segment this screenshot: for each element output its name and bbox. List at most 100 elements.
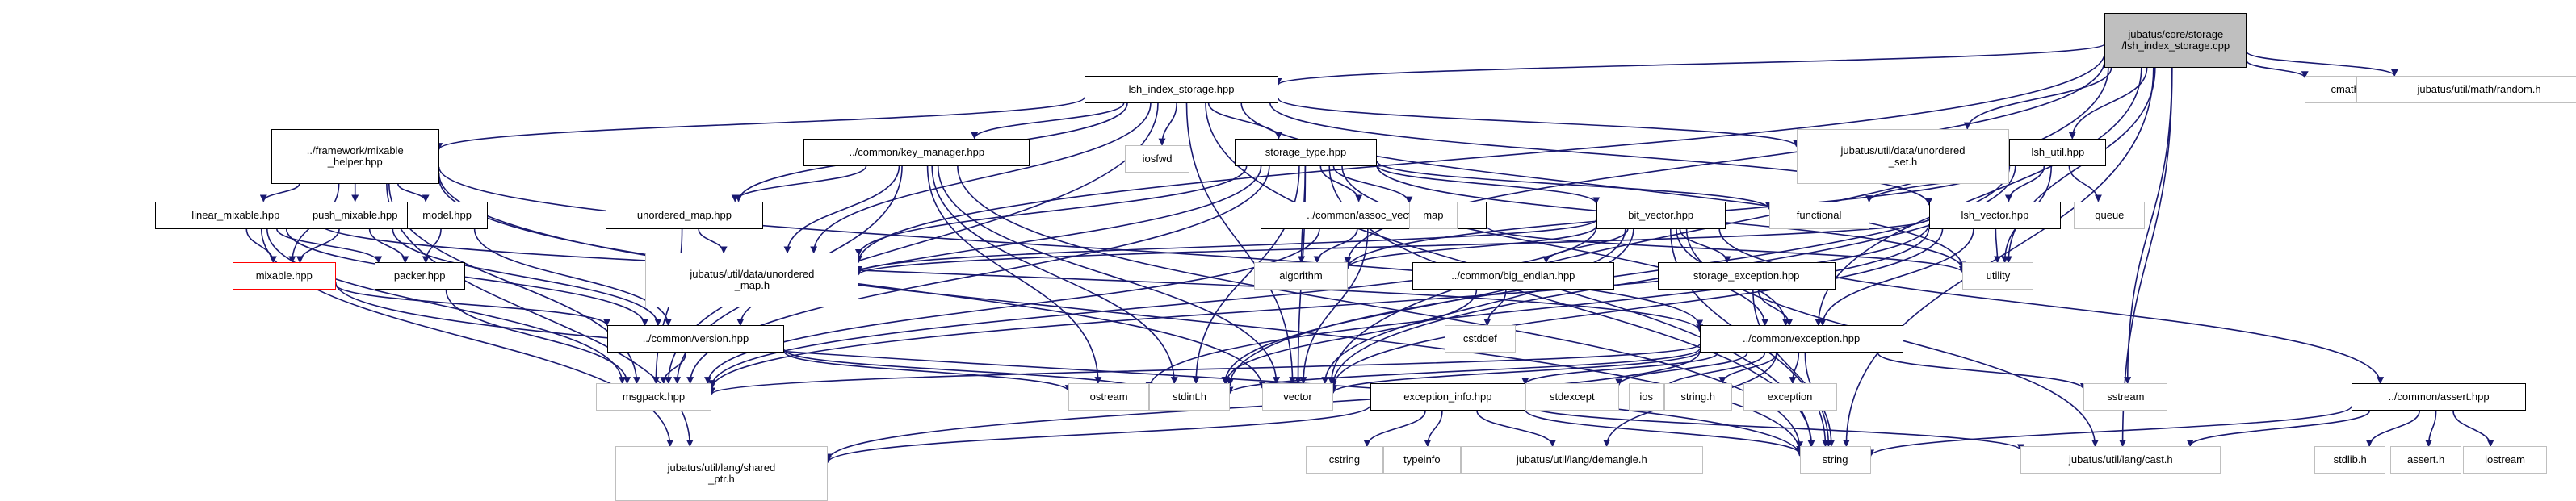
- edge-lsh-index-storage-hpp-to-unordered-set-h: [1278, 98, 1800, 148]
- edge-mixable-helper-hpp-to-linear-mixable-hpp: [259, 183, 300, 202]
- edge-root-to-unordered-set-h: [1963, 67, 2112, 130]
- node-algorithm: algorithm: [1254, 262, 1348, 290]
- node-iostream: iostream: [2463, 446, 2547, 474]
- edge-exception-hpp-to-msgpack-hpp: [708, 343, 1701, 395]
- node-sstream: sstream: [2083, 383, 2168, 411]
- edge-version-hpp-to-ostream: [783, 351, 1072, 393]
- edge-linear-mixable-hpp-to-mixable-hpp: [245, 228, 277, 264]
- edge-lsh-vector-hpp-to-unordered-map-h: [855, 218, 1930, 276]
- edge-push-mixable-hpp-to-mixable-hpp: [296, 228, 340, 264]
- dependency-graph-edges: [245, 43, 2494, 464]
- edge-assert-hpp-to-iostream: [2452, 411, 2494, 447]
- edge-lsh-vector-hpp-to-exception-hpp: [1819, 228, 1974, 327]
- edge-bit-vector-hpp-to-unordered-map-h: [855, 219, 1597, 273]
- edge-key-manager-hpp-to-unordered-map-hpp: [731, 165, 867, 202]
- edge-storage-type-hpp-to-unordered-map-h: [854, 165, 1248, 257]
- node-root[interactable]: jubatus/core/storage /lsh_index_storage.…: [2104, 12, 2247, 68]
- node-cast-h: jubatus/util/lang/cast.h: [2020, 446, 2221, 474]
- edge-exception-info-hpp-to-demangle-h: [1476, 410, 1557, 447]
- node-storage-type-hpp[interactable]: storage_type.hpp: [1235, 138, 1377, 166]
- node-lsh-index-storage-hpp[interactable]: lsh_index_storage.hpp: [1085, 75, 1278, 103]
- edge-root-to-cast-h: [2119, 67, 2173, 447]
- node-lsh-vector-hpp[interactable]: lsh_vector.hpp: [1928, 201, 2062, 229]
- node-map: map: [1408, 201, 1458, 229]
- edge-storage-exception-hpp-to-string: [1752, 290, 1832, 447]
- edge-exception-hpp-to-sstream: [1877, 352, 2087, 390]
- edge-exception-info-hpp-to-cstring: [1363, 410, 1426, 447]
- edge-lsh-vector-hpp-to-utility: [1994, 228, 2002, 264]
- node-functional: functional: [1768, 201, 1869, 229]
- node-stdlib-h: stdlib.h: [2314, 446, 2386, 474]
- edge-root-to-random-h: [2246, 51, 2398, 77]
- edge-key-manager-hpp-to-stdint-h: [931, 165, 1178, 385]
- node-mixable-hpp[interactable]: mixable.hpp: [232, 262, 336, 290]
- edge-storage-type-hpp-to-assoc-vector-hpp: [1319, 165, 1363, 202]
- node-assert-hpp[interactable]: ../common/assert.hpp: [2352, 383, 2527, 411]
- node-version-hpp[interactable]: ../common/version.hpp: [606, 325, 785, 353]
- edge-root-to-unordered-map-h: [854, 52, 2106, 264]
- edge-model-hpp-to-packer-hpp: [422, 228, 442, 264]
- node-stdint-h: stdint.h: [1149, 383, 1231, 411]
- edge-push-mixable-hpp-to-version-hpp: [392, 228, 662, 327]
- edge-storage-type-hpp-to-exception-hpp: [1341, 165, 1769, 327]
- edge-linear-mixable-hpp-to-packer-hpp: [275, 228, 383, 264]
- node-vector: vector: [1262, 383, 1333, 411]
- node-exception-info-hpp[interactable]: exception_info.hpp: [1370, 383, 1525, 411]
- node-storage-exception-hpp[interactable]: storage_exception.hpp: [1657, 262, 1836, 290]
- edge-mixable-helper-hpp-to-exception-hpp: [438, 166, 1704, 328]
- edge-exception-hpp-to-exception: [1789, 353, 1800, 385]
- edge-lsh-vector-hpp-to-ostream: [1145, 228, 1930, 390]
- edge-lsh-index-storage-hpp-to-storage-type-hpp: [1207, 102, 1282, 140]
- node-push-mixable-hpp[interactable]: push_mixable.hpp: [282, 201, 428, 229]
- edge-exception-hpp-to-stdint-h: [1226, 348, 1701, 395]
- edge-lsh-vector-hpp-to-msgpack-hpp: [708, 223, 1930, 390]
- edge-lsh-util-hpp-to-queue: [2068, 165, 2102, 202]
- node-model-hpp[interactable]: model.hpp: [406, 201, 488, 229]
- edge-lsh-index-storage-hpp-to-iosfwd: [1158, 102, 1177, 146]
- edge-bit-vector-hpp-to-vector: [1321, 228, 1634, 385]
- node-packer-hpp[interactable]: packer.hpp: [374, 262, 465, 290]
- edge-assoc-vector-hpp-to-algorithm: [1313, 228, 1358, 264]
- node-string: string: [1799, 446, 1871, 474]
- edge-assert-hpp-to-string: [1867, 406, 2352, 457]
- node-lsh-util-hpp[interactable]: lsh_util.hpp: [2009, 138, 2107, 166]
- node-assert-h: assert.h: [2390, 446, 2462, 474]
- edge-assert-hpp-to-stdlib-h: [2365, 411, 2420, 447]
- edge-packer-hpp-to-msgpack-hpp: [445, 290, 631, 385]
- edge-unordered-map-hpp-to-unordered-map-h: [698, 228, 728, 254]
- edge-lsh-index-storage-hpp-to-unordered-map-h: [810, 102, 1152, 254]
- node-exception: exception: [1743, 383, 1837, 411]
- edge-root-to-cmath: [2246, 61, 2309, 79]
- edge-bit-vector-hpp-to-storage-exception-hpp: [1679, 228, 1731, 264]
- edge-lsh-index-storage-hpp-to-lsh-vector-hpp: [1269, 102, 1932, 206]
- edge-exception-info-hpp-to-cast-h: [1525, 403, 2024, 452]
- edge-assoc-vector-hpp-to-msgpack-hpp: [704, 228, 1320, 385]
- edge-assert-hpp-to-assert-h: [2425, 411, 2437, 447]
- edge-mixable-helper-hpp-to-model-hpp: [396, 183, 430, 202]
- node-unordered-map-h: jubatus/util/data/unordered _map.h: [645, 253, 859, 308]
- edge-exception-info-hpp-to-string: [1525, 409, 1803, 455]
- edge-storage-type-hpp-to-bit-vector-hpp: [1376, 164, 1601, 205]
- edge-exception-hpp-to-stdexcept: [1615, 352, 1748, 386]
- node-cstddef: cstddef: [1444, 325, 1516, 353]
- edge-storage-type-hpp-to-map: [1332, 165, 1413, 204]
- node-unordered-map-hpp[interactable]: unordered_map.hpp: [605, 201, 764, 229]
- node-mixable-helper-hpp[interactable]: ../framework/mixable _helper.hpp: [271, 128, 439, 184]
- node-random-h: jubatus/util/math/random.h: [2356, 75, 2576, 103]
- node-iosfwd: iosfwd: [1125, 144, 1190, 173]
- edge-lsh-util-hpp-to-lsh-vector-hpp: [2004, 165, 2045, 202]
- node-exception-hpp[interactable]: ../common/exception.hpp: [1699, 325, 1903, 353]
- edge-bit-vector-hpp-to-assert-hpp: [1718, 228, 2385, 385]
- node-big-endian-hpp[interactable]: ../common/big_endian.hpp: [1412, 262, 1614, 290]
- edge-lsh-index-storage-hpp-to-mixable-helper-hpp: [435, 96, 1085, 151]
- node-cstring: cstring: [1305, 446, 1383, 474]
- edge-push-mixable-hpp-to-packer-hpp: [368, 228, 409, 264]
- edge-linear-mixable-hpp-to-version-hpp: [285, 228, 649, 327]
- edge-exception-info-hpp-to-typeinfo: [1424, 411, 1443, 447]
- edge-mixable-hpp-to-string: [334, 282, 1803, 457]
- edge-storage-exception-hpp-to-exception-hpp: [1757, 290, 1794, 327]
- node-key-manager-hpp[interactable]: ../common/key_manager.hpp: [803, 138, 1030, 166]
- edge-root-to-lsh-index-storage-hpp: [1274, 43, 2106, 86]
- edge-key-manager-hpp-to-ostream: [926, 165, 1102, 385]
- node-bit-vector-hpp[interactable]: bit_vector.hpp: [1596, 201, 1726, 229]
